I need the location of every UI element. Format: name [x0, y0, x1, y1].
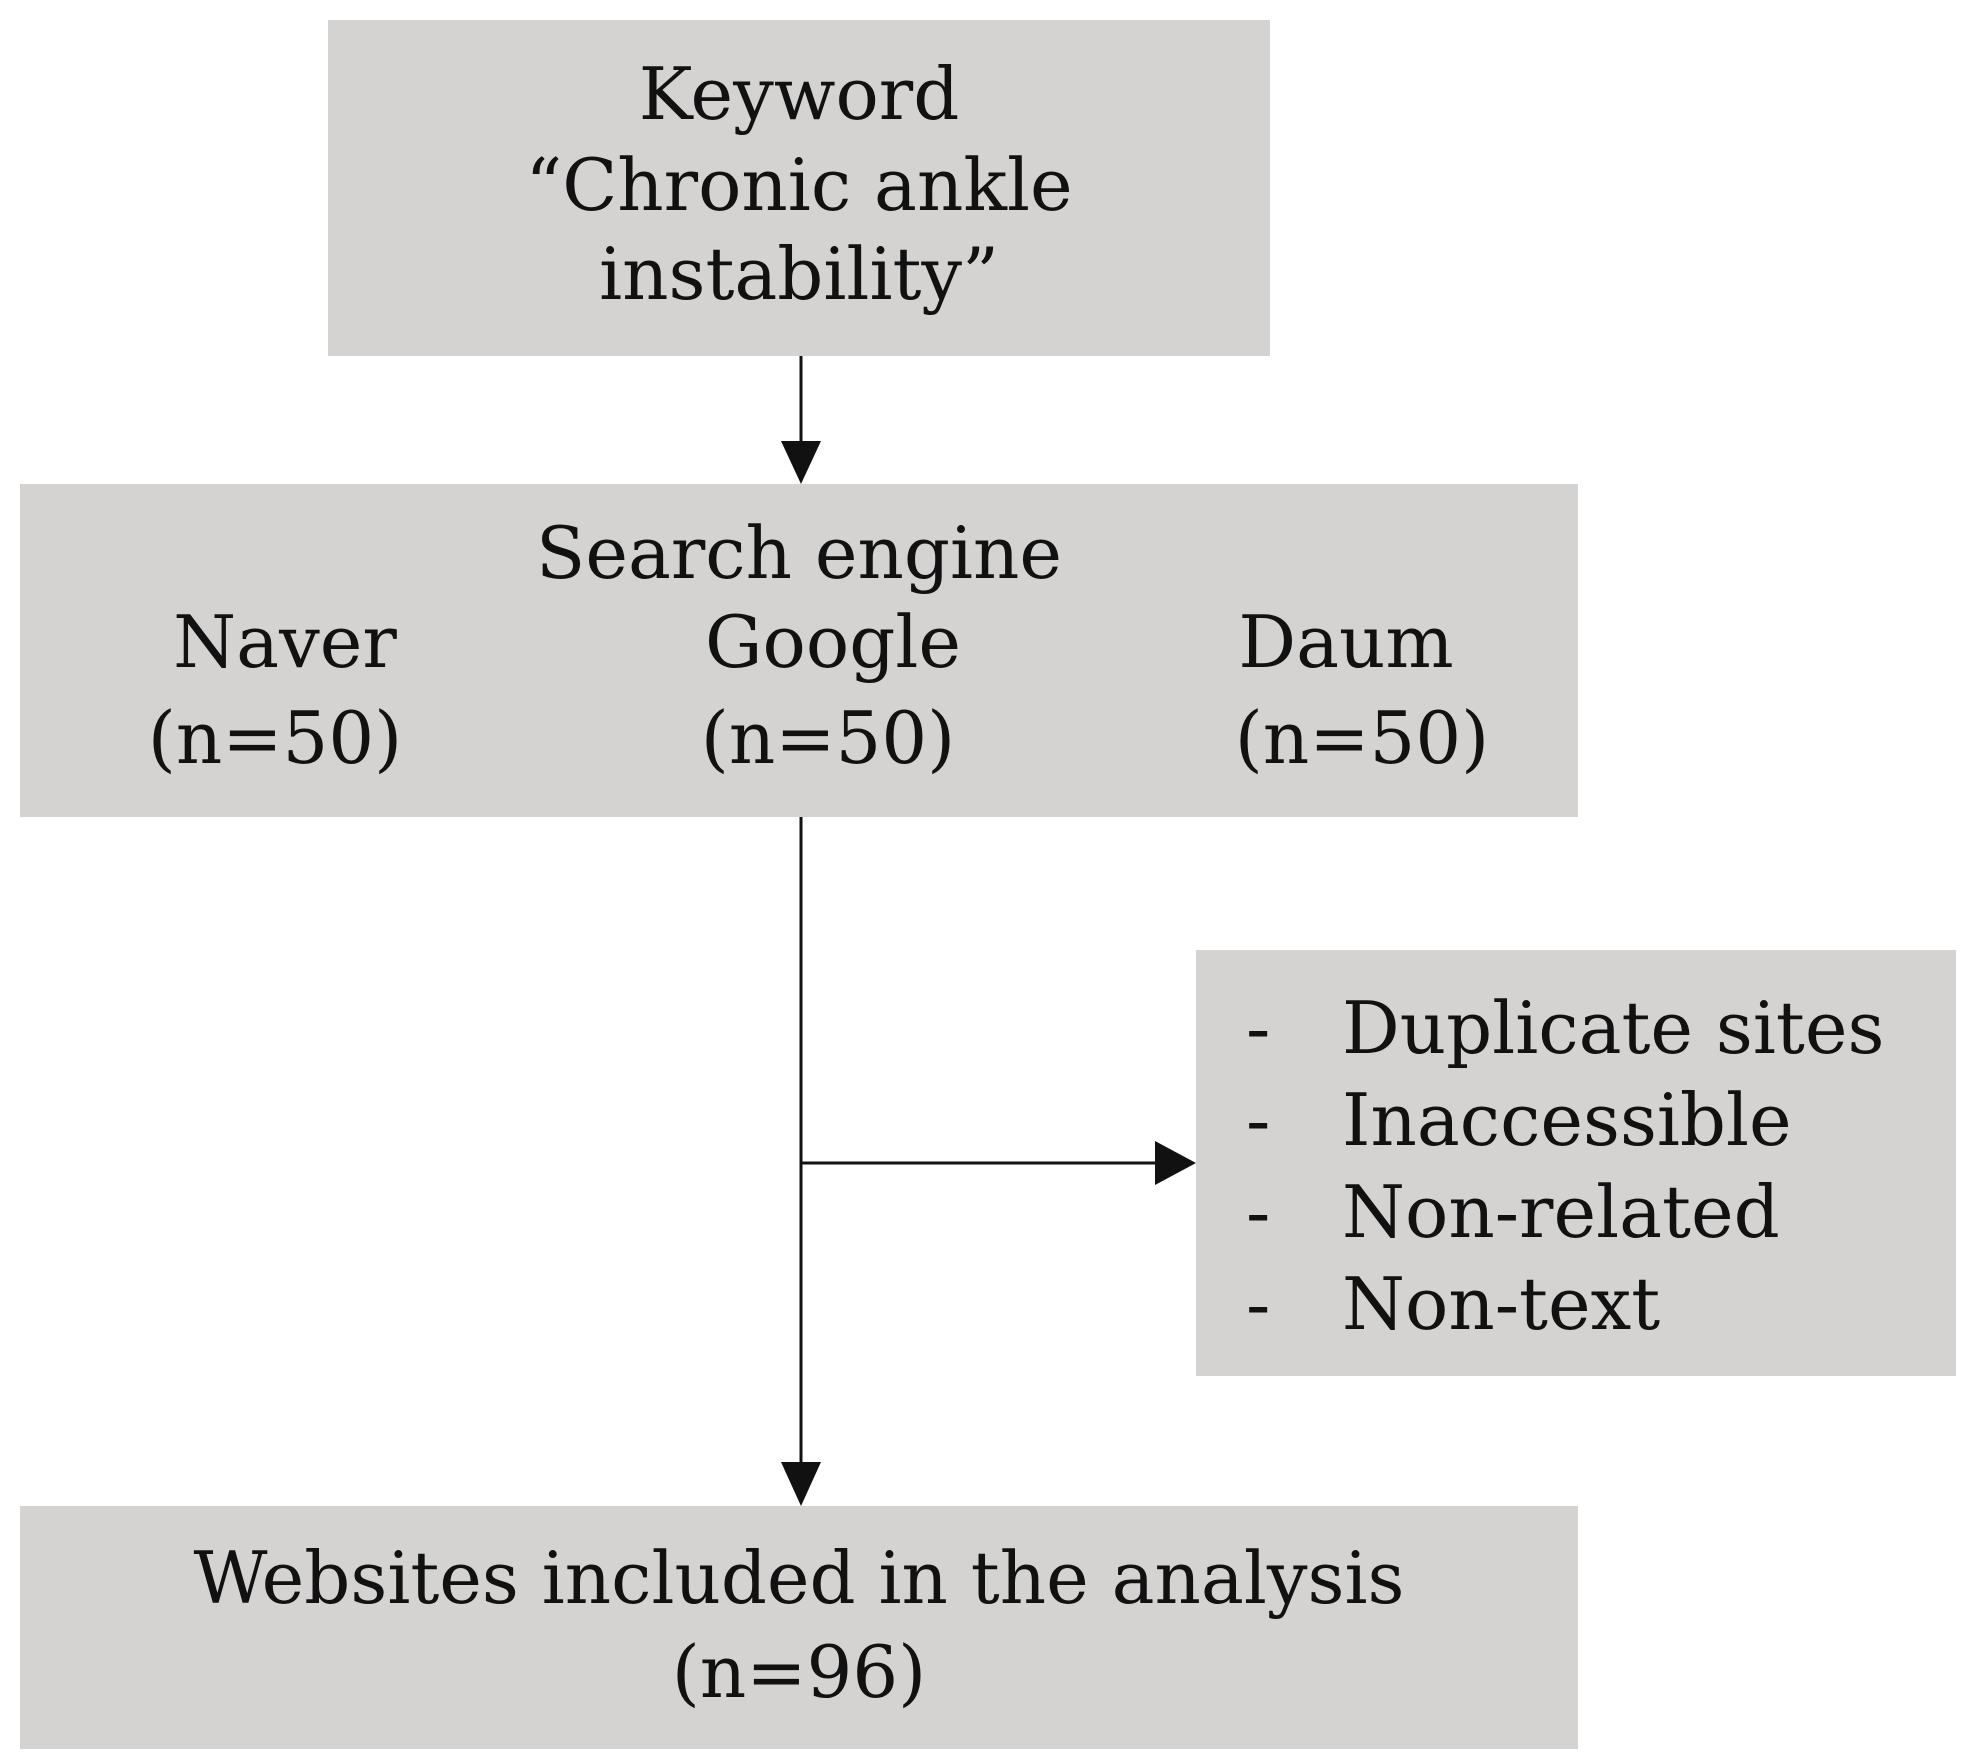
- arrowhead-keyword-to-search: [781, 441, 821, 484]
- keyword-term-line1: “Chronic ankle: [525, 143, 1073, 227]
- exclusion-bullet-2: -: [1246, 1078, 1271, 1162]
- search-engine-box: Search engine Naver (n=50) Google (n=50)…: [20, 484, 1578, 817]
- engine-google-name: Google: [705, 600, 961, 684]
- engine-daum-name: Daum: [1238, 600, 1454, 684]
- exclusion-box: - Duplicate sites - Inaccessible - Non-r…: [1196, 950, 1956, 1376]
- keyword-label: Keyword: [638, 52, 960, 136]
- exclusion-bullet-1: -: [1246, 986, 1271, 1070]
- result-title: Websites included in the analysis: [193, 1536, 1405, 1620]
- exclusion-item-inaccessible: Inaccessible: [1342, 1078, 1792, 1162]
- arrowhead-to-result: [781, 1462, 821, 1506]
- exclusion-item-non-related: Non-related: [1342, 1170, 1780, 1254]
- exclusion-bullet-3: -: [1246, 1170, 1271, 1254]
- result-box: Websites included in the analysis (n=96): [20, 1506, 1578, 1749]
- result-count: (n=96): [671, 1630, 927, 1714]
- engine-daum-count: (n=50): [1234, 696, 1490, 780]
- exclusion-item-non-text: Non-text: [1342, 1262, 1661, 1346]
- arrowhead-to-exclusion: [1155, 1141, 1196, 1185]
- exclusion-bullet-4: -: [1246, 1262, 1271, 1346]
- engine-naver-name: Naver: [173, 600, 397, 684]
- keyword-term-line2: instability”: [599, 232, 999, 316]
- search-engine-title: Search engine: [536, 511, 1062, 595]
- exclusion-item-duplicate-sites: Duplicate sites: [1342, 986, 1885, 1070]
- engine-google-count: (n=50): [700, 696, 956, 780]
- engine-naver-count: (n=50): [147, 696, 403, 780]
- keyword-box: Keyword “Chronic ankle instability”: [328, 20, 1270, 356]
